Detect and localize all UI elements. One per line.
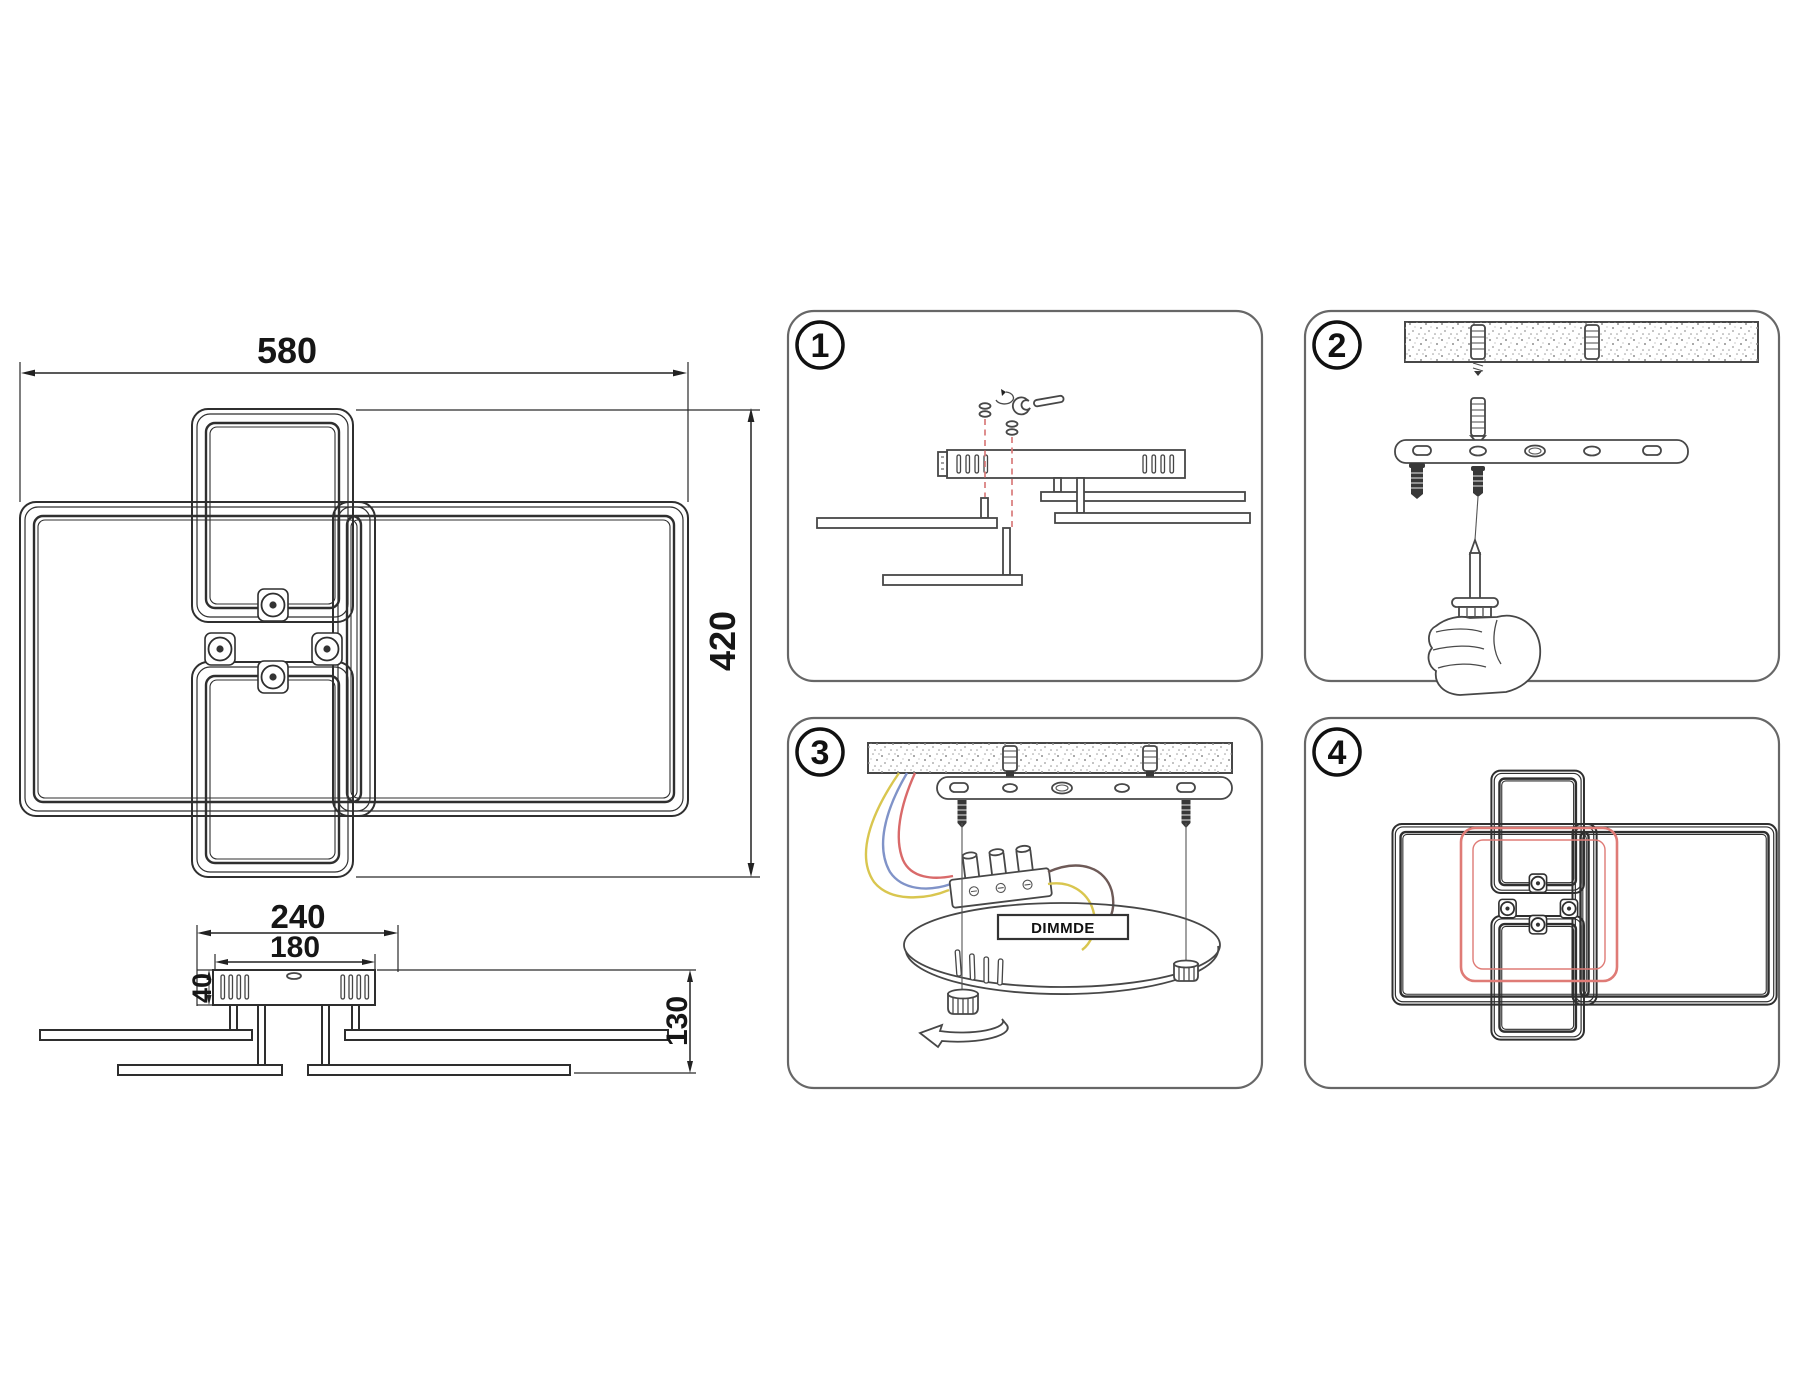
dim-drop-height-label: 130 [661, 996, 694, 1046]
step-3-badge: 3 [795, 727, 845, 777]
dim-housing-height-label: 40 [187, 973, 217, 1003]
dim-height-label: 420 [702, 611, 743, 671]
ceiling-surface [1404, 321, 1759, 363]
dim-width-label: 580 [257, 330, 317, 371]
mounting-bracket [936, 776, 1233, 800]
step-1-badge: 1 [795, 320, 845, 370]
canopy-base [903, 902, 1221, 995]
svg-text:3: 3 [811, 734, 830, 772]
lamp-arms [39, 1004, 669, 1076]
knurled-nut-icon [1173, 959, 1199, 982]
step-panel-3: 3 [786, 716, 1264, 1090]
ceiling-surface [867, 742, 1233, 774]
housing-end-label [937, 451, 948, 477]
rotation-arrow-icon [918, 1018, 1009, 1049]
screw-icon [1471, 466, 1485, 497]
svg-text:2: 2 [1328, 327, 1347, 365]
wall-plug-icon [1470, 324, 1600, 376]
lamp-housing [212, 969, 376, 1006]
svg-text:DIMMDE: DIMMDE [1031, 920, 1095, 937]
top-view-drawing: 580 420 [18, 330, 760, 879]
svg-text:1: 1 [811, 327, 830, 365]
step-panel-1: 1 [786, 309, 1264, 683]
step-4-badge: 4 [1312, 727, 1362, 777]
red-highlight-frame [1459, 826, 1619, 983]
turn-arrow-icon [995, 391, 1015, 405]
svg-text:4: 4 [1328, 734, 1347, 772]
dim-canopy-width-label: 240 [270, 898, 325, 935]
side-view-drawing: 240 180 40 [39, 898, 696, 1076]
knurled-nut-icon [947, 988, 979, 1015]
terminal-block [948, 844, 1053, 909]
mounting-bracket [1394, 439, 1689, 464]
dim-mount-width-label: 180 [270, 931, 320, 964]
step-panel-4: 4 [1303, 716, 1781, 1090]
hand-icon [1427, 614, 1542, 696]
screw-icon [1409, 463, 1425, 499]
dimmer-unit: DIMMDE [996, 913, 1130, 941]
nut-washer-icon [978, 402, 1019, 436]
step-2-badge: 2 [1312, 320, 1362, 370]
step-panel-2: 2 [1303, 309, 1781, 696]
supply-wires [864, 772, 954, 899]
wall-plug-icon [1002, 745, 1158, 778]
